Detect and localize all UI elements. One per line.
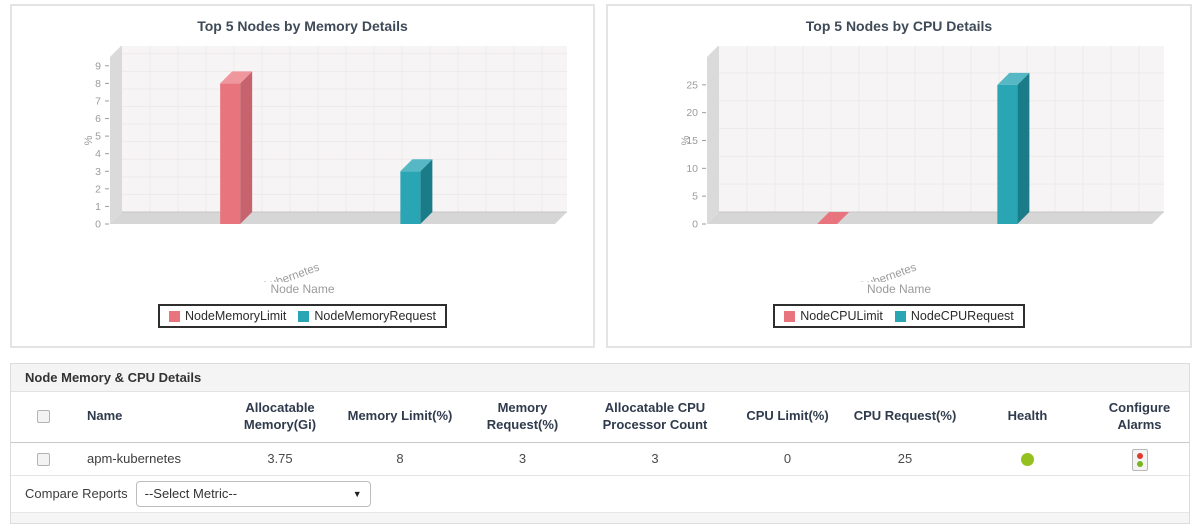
table-row: apm-kubernetes 3.75 8 3 3 0 25 (11, 442, 1189, 476)
header-checkbox-cell (11, 392, 75, 443)
svg-text:25: 25 (686, 79, 698, 91)
svg-text:20: 20 (686, 107, 698, 119)
svg-text:6: 6 (95, 113, 101, 125)
svg-text:2: 2 (95, 183, 101, 195)
node-details-title: Node Memory & CPU Details (11, 364, 1189, 392)
legend-item[interactable]: NodeMemoryLimit (168, 309, 287, 323)
memory-chart-legend: NodeMemoryLimit NodeMemoryRequest (157, 304, 447, 328)
legend-swatch-icon (298, 310, 310, 322)
svg-text:%: % (83, 135, 95, 145)
header-memory-request: Memory Request(%) (465, 392, 580, 443)
cell-node-name: apm-kubernetes (75, 442, 225, 476)
alarm-green-dot (1136, 460, 1143, 467)
cell-memory-request: 3 (465, 442, 580, 476)
svg-text:4: 4 (95, 148, 101, 160)
row-checkbox[interactable] (36, 453, 50, 467)
legend-swatch-icon (168, 310, 180, 322)
alarm-red-dot (1136, 452, 1143, 459)
svg-text:1: 1 (95, 201, 101, 213)
header-allocatable-cpu: Allocatable CPU Processor Count (580, 392, 730, 443)
chevron-down-icon: ▼ (352, 488, 362, 499)
header-cpu-request: CPU Request(%) (845, 392, 965, 443)
header-health: Health (965, 392, 1090, 443)
cpu-chart-xlabel: Node Name (866, 282, 932, 296)
table-header-row: Name Allocatable Memory(Gi) Memory Limit… (11, 392, 1189, 443)
configure-alarms-icon[interactable] (1131, 448, 1148, 471)
svg-text:5: 5 (692, 191, 698, 203)
legend-item[interactable]: NodeMemoryRequest (298, 309, 436, 323)
cell-cpu-limit: 0 (730, 442, 845, 476)
legend-item[interactable]: NodeCPULimit (784, 309, 883, 323)
select-value: --Select Metric-- (144, 486, 238, 501)
memory-chart-xlabel: Node Name (270, 282, 335, 296)
cell-memory-limit: 8 (335, 442, 465, 476)
svg-text:8: 8 (95, 78, 101, 90)
cpu-bar-chart: 0 5 10 15 20 25% apm-kubernetes (680, 46, 1164, 282)
memory-chart-legend-row: NodeMemoryLimit NodeMemoryRequest (12, 304, 593, 328)
cell-allocatable-cpu: 3 (580, 442, 730, 476)
legend-item[interactable]: NodeCPURequest (894, 309, 1014, 323)
node-details-panel: Node Memory & CPU Details Name Allocatab… (10, 363, 1190, 524)
cpu-chart-title: Top 5 Nodes by CPU Details (805, 18, 993, 34)
svg-text:0: 0 (95, 219, 101, 231)
health-status-icon (1021, 453, 1034, 467)
cell-cpu-request: 25 (845, 442, 965, 476)
legend-swatch-icon (784, 310, 796, 322)
svg-text:%: % (680, 135, 692, 145)
cpu-chart-legend-row: NodeCPULimit NodeCPURequest (608, 304, 1190, 328)
memory-chart-panel: Top 5 Nodes by Memory Details 0 1 2 3 4 5 6 7 8 9… (10, 4, 595, 348)
node-details-table: Name Allocatable Memory(Gi) Memory Limit… (11, 392, 1189, 476)
svg-text:9: 9 (95, 60, 101, 72)
svg-text:5: 5 (95, 131, 101, 143)
legend-label: NodeCPULimit (800, 309, 883, 323)
cell-configure-alarms (1090, 442, 1189, 476)
legend-swatch-icon (894, 310, 906, 322)
svg-text:15: 15 (686, 135, 698, 147)
svg-text:10: 10 (686, 163, 698, 175)
legend-label: NodeMemoryLimit (184, 309, 287, 323)
table-footer: Compare Reports --Select Metric-- ▼ (11, 475, 1189, 512)
header-memory-limit: Memory Limit(%) (335, 392, 465, 443)
svg-text:apm-kubernetes: apm-kubernetes (239, 261, 321, 282)
row-checkbox-cell (11, 442, 75, 476)
cell-health (965, 442, 1090, 476)
svg-text:0: 0 (692, 219, 698, 231)
header-cpu-limit: CPU Limit(%) (730, 392, 845, 443)
svg-text:3: 3 (95, 166, 101, 178)
header-allocatable-memory: Allocatable Memory(Gi) (225, 392, 335, 443)
cpu-chart-legend: NodeCPULimit NodeCPURequest (773, 304, 1025, 328)
charts-row: Top 5 Nodes by Memory Details 0 1 2 3 4 5 6 7 8 9… (10, 4, 1192, 348)
cpu-chart-panel: Top 5 Nodes by CPU Details 0 5 10 15 20 25% ap… (606, 4, 1192, 348)
memory-chart-title: Top 5 Nodes by Memory Details (197, 18, 408, 34)
legend-label: NodeCPURequest (910, 309, 1014, 323)
header-name: Name (75, 392, 225, 443)
memory-bar-chart: 0 1 2 3 4 5 6 7 8 9% apm-kubernetes (83, 46, 567, 282)
compare-reports-label: Compare Reports (25, 486, 128, 501)
svg-text:apm-kubernetes: apm-kubernetes (835, 261, 917, 282)
select-all-checkbox[interactable] (36, 410, 50, 424)
legend-label: NodeMemoryRequest (314, 309, 436, 323)
compare-reports-select[interactable]: --Select Metric-- ▼ (135, 480, 371, 507)
table-bottom-strip (11, 511, 1189, 523)
svg-text:7: 7 (95, 95, 101, 107)
header-configure-alarms: Configure Alarms (1090, 392, 1189, 443)
cell-allocatable-memory: 3.75 (225, 442, 335, 476)
